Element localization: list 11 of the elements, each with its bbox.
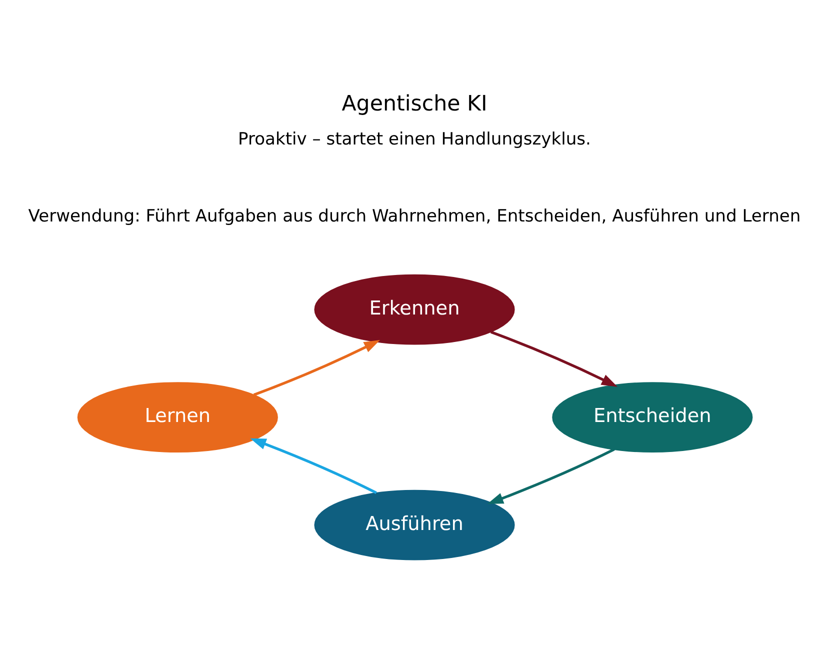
label: Verwendung: Führt Aufgaben aus durch Wahrnehmen, Entscheiden, Ausführen und Lernen [28,206,801,226]
arrow [487,448,615,504]
node-ellipse: Entscheiden [552,382,753,452]
arrow [253,339,380,396]
arrow [490,330,618,386]
node-ellipse: Erkennen [314,274,515,344]
node-ellipse: Ausführen [314,489,515,560]
label: Proaktiv – startet einen Handlungszyklus. [238,129,591,150]
diagram-title: Agentische KI [342,91,488,116]
arrow [250,438,377,494]
node-ellipse: Lernen [77,382,278,452]
